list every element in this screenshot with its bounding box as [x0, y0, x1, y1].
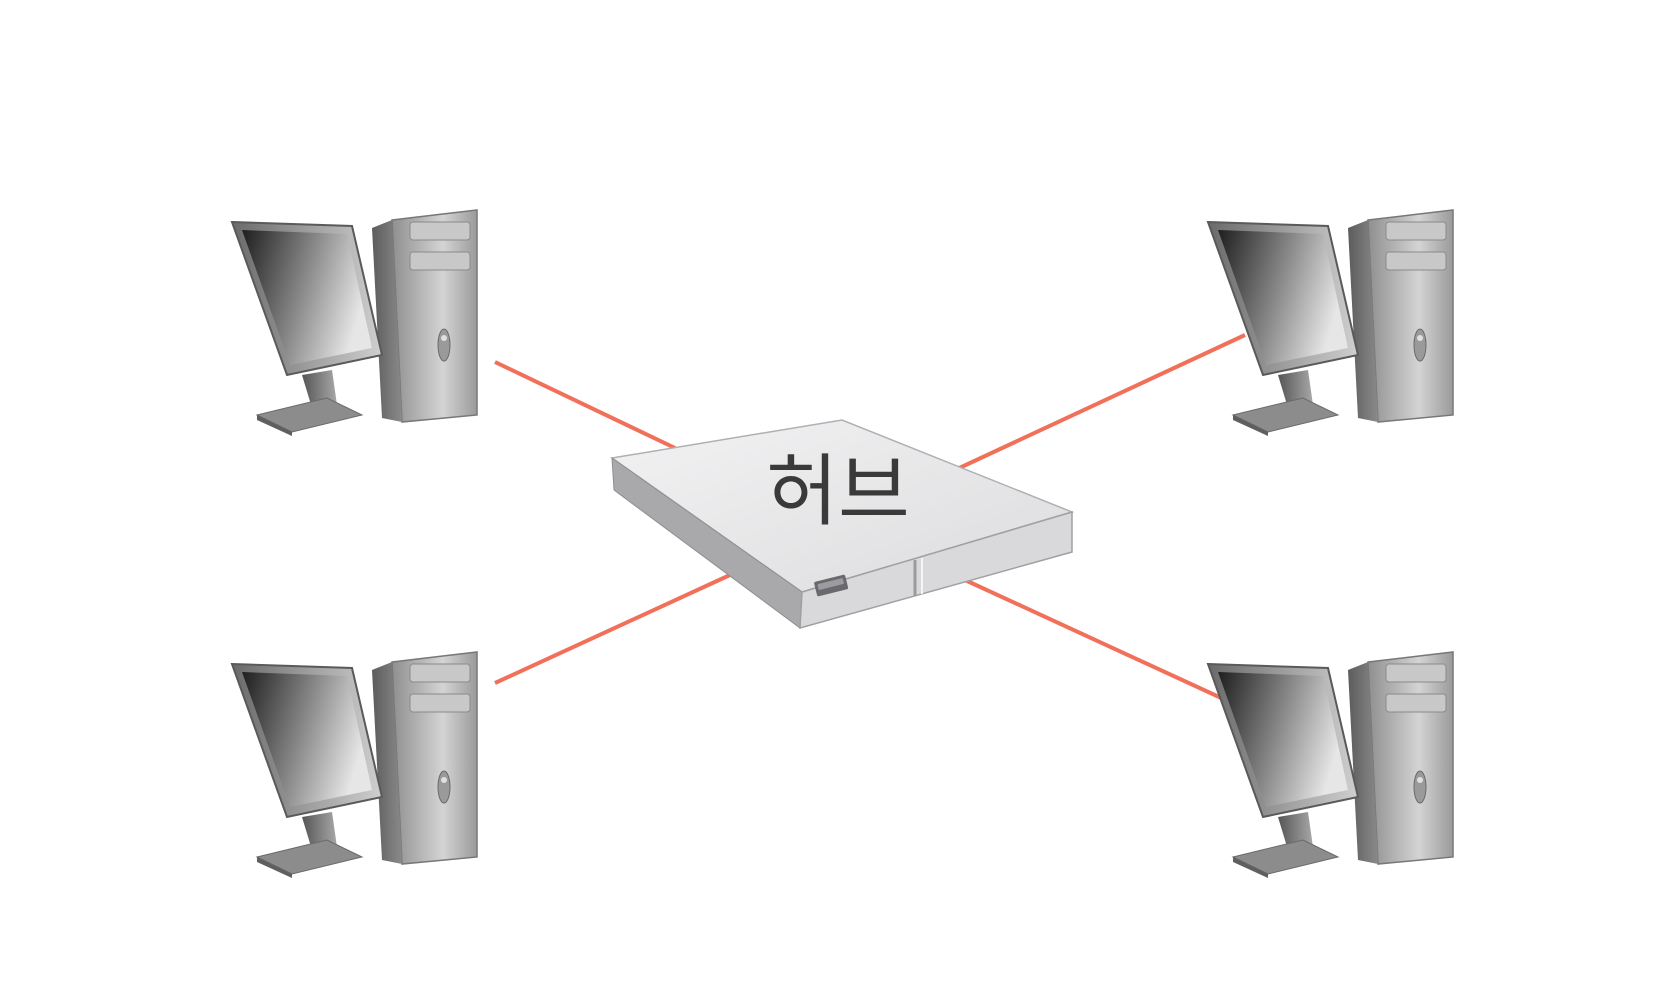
hub-icon [610, 419, 1075, 630]
cable-bottom-left [494, 573, 731, 685]
desktop-computer-icon [1207, 209, 1454, 437]
computer-bottom-left [231, 651, 478, 879]
computer-top-left [231, 209, 478, 437]
cable-top-left [494, 360, 676, 450]
desktop-computer-icon [231, 651, 478, 879]
desktop-computer-icon [231, 209, 478, 437]
hub: 허브 [610, 419, 1075, 630]
desktop-computer-icon [1207, 651, 1454, 879]
cable-top-right [954, 333, 1246, 472]
computer-bottom-right [1207, 651, 1454, 879]
computer-top-right [1207, 209, 1454, 437]
cables [494, 333, 1246, 704]
hub-label: 허브 [766, 447, 910, 537]
cable-bottom-right [964, 578, 1231, 704]
